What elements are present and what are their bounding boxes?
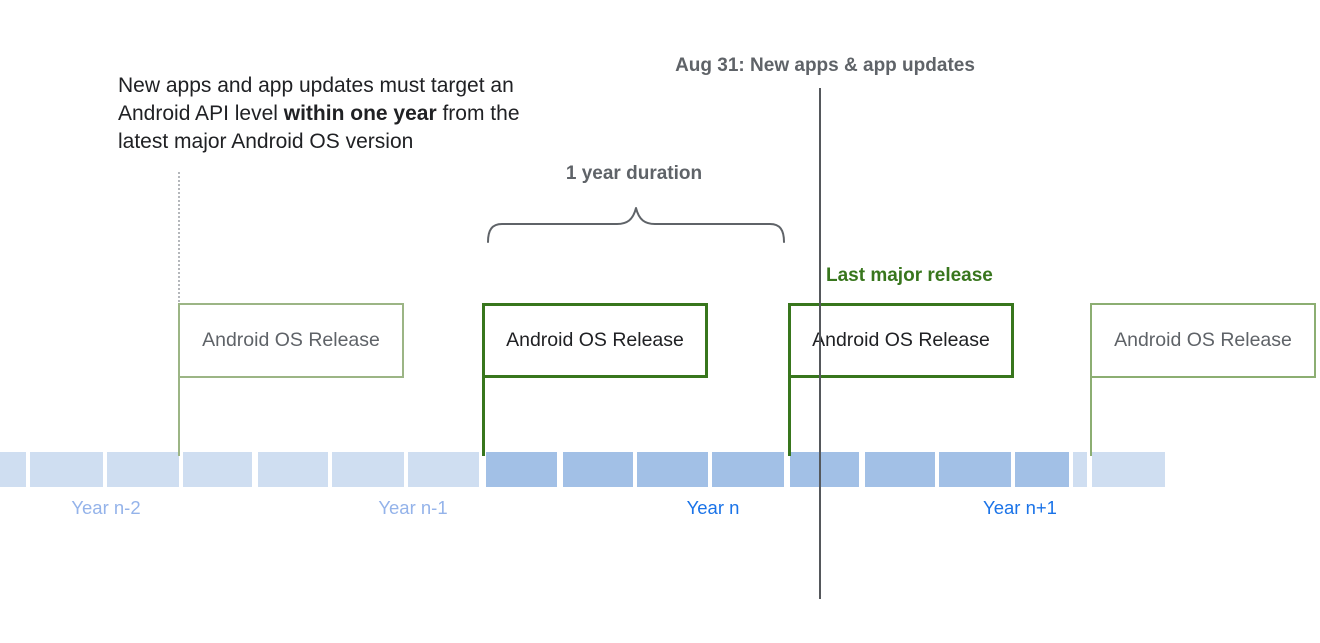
release-connector-line [1090, 377, 1092, 456]
timeline-quarter-segment [1092, 452, 1165, 487]
timeline-quarter-segment [865, 452, 935, 487]
policy-line-1: New apps and app updates must target an [118, 74, 514, 97]
policy-line-3: latest major Android OS version [118, 130, 414, 153]
android-os-release-box-past: Android OS Release [178, 303, 404, 378]
release-box-label: Android OS Release [1114, 329, 1292, 351]
timeline-bar [0, 452, 1165, 487]
policy-line-2-post: from the [436, 102, 520, 125]
android-os-release-box-active: Android OS Release [482, 303, 708, 378]
aug31-deadline-label: Aug 31: New apps & app updates [675, 55, 975, 76]
release-box-label: Android OS Release [812, 329, 990, 351]
timeline-quarter-segment [1015, 452, 1069, 487]
year-label-n-plus-1: Year n+1 [983, 497, 1057, 518]
last-major-release-label: Last major release [826, 265, 993, 286]
year-label-n-minus-2: Year n-2 [71, 497, 141, 518]
timeline-quarter-segment [563, 452, 633, 487]
timeline-quarter-segment [939, 452, 1011, 487]
timeline-quarter-segment [107, 452, 179, 487]
timeline-quarter-segment [486, 452, 557, 487]
timeline-quarter-segment [30, 452, 103, 487]
timeline-quarter-segment [1073, 452, 1087, 487]
policy-line-2-bold: within one year [283, 102, 437, 125]
year-label-n: Year n [686, 497, 740, 518]
policy-description: New apps and app updates must target an … [118, 72, 598, 156]
timeline-quarter-segment [332, 452, 404, 487]
android-os-release-box-upcoming: Android OS Release [1090, 303, 1316, 378]
timeline-quarter-segment [790, 452, 859, 487]
year-label-n-minus-1: Year n-1 [378, 497, 448, 518]
timeline-quarter-segment [183, 452, 252, 487]
aug31-deadline-line [819, 88, 821, 599]
timeline-quarter-segment [0, 452, 26, 487]
release-box-label: Android OS Release [506, 329, 684, 351]
timeline-quarter-segment [408, 452, 479, 487]
android-os-release-box-last-major: Android OS Release [788, 303, 1014, 378]
one-year-duration-brace [487, 207, 785, 243]
timeline-quarter-segment [637, 452, 708, 487]
release-connector-line [178, 377, 180, 456]
release-start-dotted-line [178, 172, 180, 302]
timeline-quarter-segment [258, 452, 328, 487]
release-connector-line [788, 377, 791, 456]
one-year-duration-label: 1 year duration [565, 163, 703, 184]
release-box-label: Android OS Release [202, 329, 380, 351]
policy-line-2-pre: Android API level [118, 102, 284, 125]
release-connector-line [482, 377, 485, 456]
timeline-quarter-segment [712, 452, 784, 487]
